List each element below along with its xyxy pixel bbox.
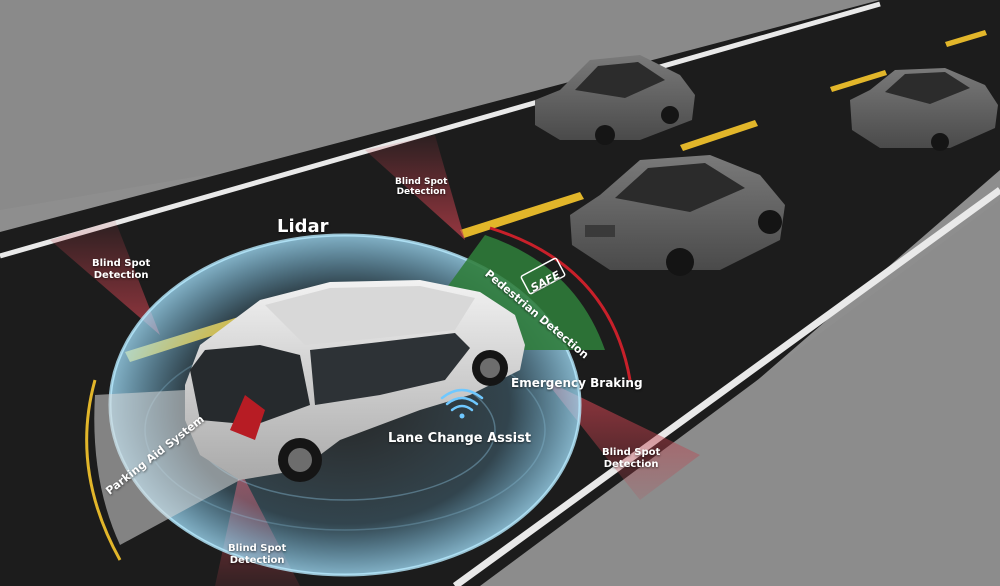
emergency-braking-label: Emergency Braking (511, 376, 643, 390)
lane-change-assist-label: Lane Change Assist (388, 431, 532, 446)
grey-car-middle (570, 155, 785, 276)
blind-spot-cone-right (545, 380, 700, 500)
pedestrian-detection-sector (445, 235, 605, 350)
blind-spot-cone-top (365, 135, 465, 240)
grey-car-far-left (535, 55, 695, 145)
main-car (185, 280, 525, 482)
blind-spot-right-label: Blind Spot Detection (602, 447, 661, 470)
lower-ground (480, 200, 1000, 586)
parking-aid-arc (85, 379, 122, 561)
grey-car-far-right (850, 68, 998, 151)
blind-spot-cone-left (50, 220, 160, 335)
blind-spot-left-label: Blind Spot Detection (92, 258, 151, 281)
lidar-label: Lidar (277, 216, 329, 237)
blind-spot-bottom-label: Blind Spot Detection (228, 543, 287, 566)
safe-badge-frame (520, 257, 566, 295)
road-edge-bottom (452, 187, 1000, 586)
blind-spot-top-label: Blind Spot Detection (395, 177, 448, 198)
road-edge-top (0, 1, 881, 259)
wifi-signal-icon (440, 388, 484, 419)
emergency-braking-arc (489, 226, 632, 381)
